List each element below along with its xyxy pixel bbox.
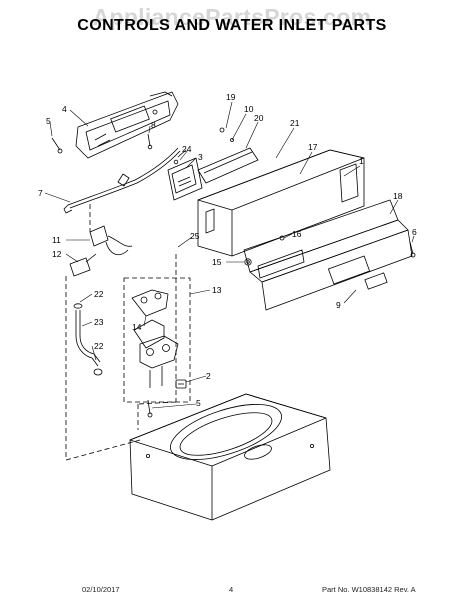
callout-1: 1 [359, 156, 364, 166]
part-control-panel [243, 199, 413, 311]
part-pressure-switch [69, 225, 133, 277]
callout-22-upper: 22 [94, 289, 104, 299]
callout-7: 7 [38, 188, 43, 198]
callout-9: 9 [336, 300, 341, 310]
callout-5-upper: 5 [46, 116, 51, 126]
part-clip-2 [175, 379, 187, 389]
part-water-inlet-valve [131, 289, 179, 388]
assembly-guide-lines [65, 204, 177, 461]
part-wire-harness [63, 147, 181, 214]
callout-4: 4 [62, 104, 67, 114]
callout-5-lower: 5 [196, 398, 201, 408]
callout-15: 15 [212, 257, 222, 267]
callout-19: 19 [226, 92, 236, 102]
part-screw-upper [51, 137, 63, 154]
callout-23: 23 [94, 317, 104, 327]
callout-22-lower: 22 [94, 341, 104, 351]
part-console-panel [197, 149, 365, 257]
part-screw-6 [409, 241, 416, 258]
callout-6: 6 [412, 227, 417, 237]
callout-14: 14 [132, 322, 142, 332]
footer-page-number: 4 [229, 585, 234, 594]
callout-25: 25 [190, 231, 200, 241]
part-control-board [167, 149, 203, 201]
part-knob-15 [244, 258, 252, 266]
callout-13: 13 [212, 285, 222, 295]
callout-17: 17 [308, 142, 318, 152]
callout-10: 10 [244, 104, 254, 114]
callout-24: 24 [182, 144, 192, 154]
callout-leaders [44, 101, 415, 409]
part-console-housing [75, 91, 179, 159]
page-title: CONTROLS AND WATER INLET PARTS [77, 17, 387, 34]
callout-3: 3 [198, 152, 203, 162]
part-bracket-20 [197, 127, 259, 184]
part-screw-lower [147, 399, 153, 418]
footer-date: 02/10/2017 [82, 585, 120, 594]
callout-16: 16 [292, 229, 302, 239]
callout-21: 21 [290, 118, 300, 128]
footer-part-info: Part No. W10838142 Rev. A [322, 585, 416, 594]
callout-12: 12 [52, 249, 62, 259]
watermark: AppliancePartsPros.com [92, 4, 372, 30]
callout-8: 8 [151, 120, 156, 130]
callout-2: 2 [206, 371, 211, 381]
part-inlet-hose [73, 303, 103, 376]
callout-18: 18 [393, 191, 403, 201]
callout-11: 11 [52, 235, 61, 245]
callout-20: 20 [254, 113, 264, 123]
valve-assembly-group [123, 277, 191, 403]
part-screw-8 [147, 133, 153, 150]
callout-labels: 4 5 8 24 3 7 11 12 25 13 14 22 23 22 2 5… [38, 92, 417, 408]
part-washer-top [129, 393, 331, 521]
